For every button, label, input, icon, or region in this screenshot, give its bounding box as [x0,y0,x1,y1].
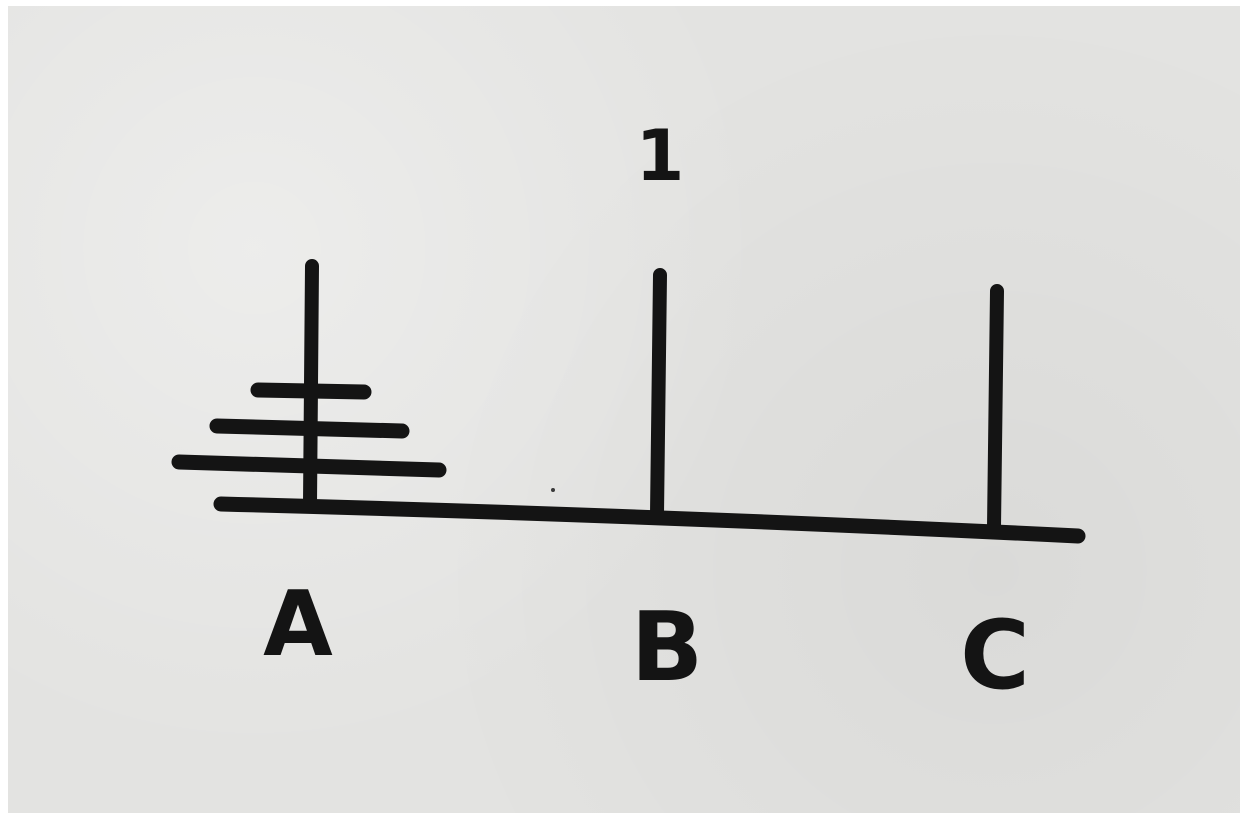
peg-c [987,284,1004,534]
step-number: 1 [636,115,685,197]
peg-label-a: A [263,572,333,677]
peg-label-c: C [960,601,1030,711]
disk-small [250,382,372,400]
peg-b [650,268,667,521]
paper-background [8,6,1240,813]
base-line [213,496,1086,544]
peg-label-b: B [631,593,703,703]
disk-medium [209,418,410,439]
ink-dot [551,488,555,492]
disk-large [171,454,447,478]
